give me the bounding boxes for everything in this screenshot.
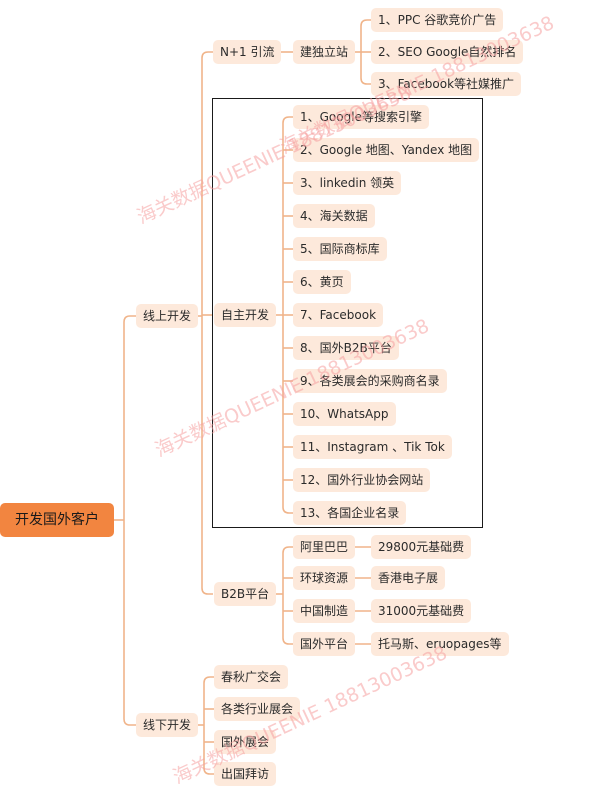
offline-item[interactable]: 春秋广交会 [214, 665, 289, 689]
b2b-platform-name[interactable]: 阿里巴巴 [293, 535, 356, 559]
offline-item[interactable]: 各类行业展会 [214, 697, 301, 721]
b2b-platform-detail[interactable]: 31000元基础费 [371, 599, 472, 623]
self-development-item[interactable]: 2、Google 地图、Yandex 地图 [293, 138, 480, 162]
self-development-item[interactable]: 10、WhatsApp [293, 402, 396, 426]
b2b-platform-detail[interactable]: 29800元基础费 [371, 535, 472, 559]
site-method-item[interactable]: 1、PPC 谷歌竞价广告 [371, 8, 504, 32]
connector-line [282, 506, 293, 514]
self-development-item[interactable]: 13、各国企业名录 [293, 501, 407, 525]
b2b-platform-node[interactable]: B2B平台 [214, 582, 277, 606]
self-development-item[interactable]: 11、Instagram 、Tik Tok [293, 435, 452, 459]
connector-line [201, 51, 213, 59]
b2b-platform-name[interactable]: 中国制造 [293, 599, 356, 623]
n1-traffic-node[interactable]: N+1 引流 [213, 40, 282, 64]
self-development-frame [212, 98, 483, 528]
connector-line [360, 19, 371, 27]
independent-site-node[interactable]: 建独立站 [293, 40, 356, 64]
b2b-platform-name[interactable]: 环球资源 [293, 566, 356, 590]
b2b-platform-name[interactable]: 国外平台 [293, 632, 356, 656]
self-development-item[interactable]: 8、国外B2B平台 [293, 336, 399, 360]
self-development-item[interactable]: 3、linkedin 领英 [293, 171, 402, 195]
offline-item[interactable]: 出国拜访 [214, 762, 277, 786]
self-development-item[interactable]: 7、Facebook [293, 303, 384, 327]
branch-online[interactable]: 线上开发 [136, 304, 199, 328]
self-development-item[interactable]: 12、国外行业协会网站 [293, 468, 431, 492]
connector-line [282, 546, 293, 554]
connector-line [123, 315, 136, 323]
connector-line [201, 587, 213, 595]
self-development-item[interactable]: 9、各类展会的采购商名录 [293, 369, 447, 393]
connector-line [203, 676, 214, 684]
connector-line [203, 767, 214, 775]
self-development-node[interactable]: 自主开发 [214, 303, 277, 327]
connector-line [123, 718, 136, 726]
self-development-item[interactable]: 5、国际商标库 [293, 237, 387, 261]
self-development-item[interactable]: 1、Google等搜索引擎 [293, 105, 429, 129]
site-method-item[interactable]: 3、Facebook等社媒推广 [371, 72, 522, 96]
connector-line [360, 77, 371, 85]
offline-item[interactable]: 国外展会 [214, 730, 277, 754]
branch-offline[interactable]: 线下开发 [136, 713, 199, 737]
b2b-platform-detail[interactable]: 香港电子展 [371, 566, 446, 590]
self-development-item[interactable]: 4、海关数据 [293, 204, 375, 228]
connector-line [282, 637, 293, 645]
site-method-item[interactable]: 2、SEO Google自然排名 [371, 40, 524, 64]
self-development-item[interactable]: 6、黄页 [293, 270, 351, 294]
root-node[interactable]: 开发国外客户 [0, 503, 114, 537]
b2b-platform-detail[interactable]: 托马斯、eruopages等 [371, 632, 509, 656]
connector-line [282, 116, 293, 124]
